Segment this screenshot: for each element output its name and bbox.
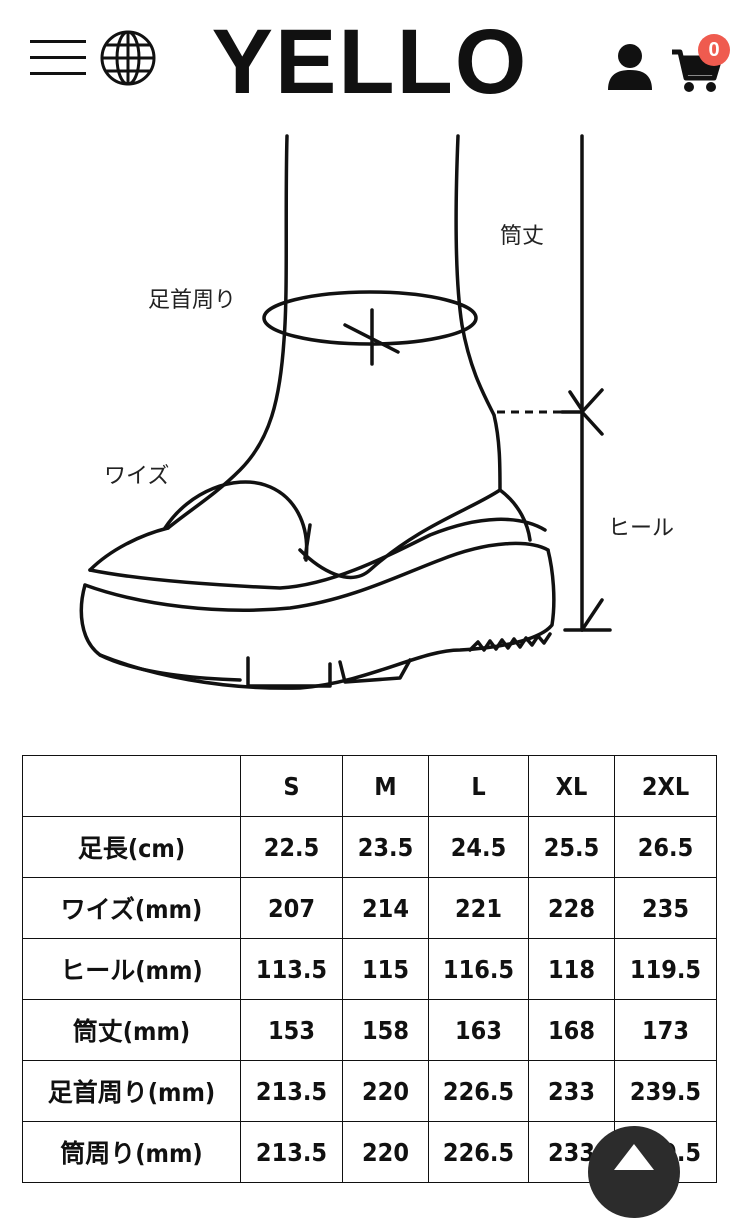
shoe-measurement-diagram: 筒丈 足首周り ワイズ ヒール [0,130,738,730]
width-label: ワイズ [104,464,170,489]
measurement-value: 220 [342,1060,429,1122]
measurement-value: 226.5 [428,1121,529,1183]
measurement-value: 214 [342,877,429,939]
heel-label: ヒール [608,516,675,541]
measurement-value: 207 [240,877,343,939]
measurement-value: 119.5 [614,938,717,1000]
measurement-label: ヒール(mm) [22,938,241,1000]
measurement-value: 221 [428,877,529,939]
measurement-value: 235 [614,877,717,939]
measurement-value: 233 [528,1060,615,1122]
size-column-header: 2XL [614,755,717,817]
size-column-header: XL [528,755,615,817]
measurement-value: 153 [240,999,343,1061]
ankle-circumference-label: 足首周り [148,288,237,313]
size-column-header: L [428,755,529,817]
size-column-header: M [342,755,429,817]
site-header: YELLO 0 [0,0,738,130]
measurement-value: 163 [428,999,529,1061]
cart-count-badge: 0 [698,34,730,66]
globe-icon[interactable] [98,28,158,88]
measurement-value: 168 [528,999,615,1061]
arrow-up-icon [614,1144,654,1170]
brand-logo[interactable]: YELLO [211,11,529,113]
measurement-value: 22.5 [240,816,343,878]
menu-icon[interactable] [30,34,86,82]
measurement-value: 118 [528,938,615,1000]
measurement-value: 113.5 [240,938,343,1000]
measurement-value: 115 [342,938,429,1000]
corner-cell [22,755,241,817]
measurement-value: 239.5 [614,1060,717,1122]
measurement-label: 筒丈(mm) [22,999,241,1061]
measurement-value: 116.5 [428,938,529,1000]
measurement-value: 228 [528,877,615,939]
measurement-value: 226.5 [428,1060,529,1122]
measurement-value: 213.5 [240,1060,343,1122]
measurement-value: 173 [614,999,717,1061]
shaft-height-label: 筒丈 [500,224,545,249]
measurement-value: 213.5 [240,1121,343,1183]
measurement-value: 24.5 [428,816,529,878]
measurement-value: 158 [342,999,429,1061]
measurement-value: 25.5 [528,816,615,878]
boot-drawing [79,134,612,690]
measurement-label: ワイズ(mm) [22,877,241,939]
measurement-value: 26.5 [614,816,717,878]
measurement-value: 23.5 [342,816,429,878]
measurement-label: 足長(cm) [22,816,241,878]
measurement-label: 足首周り(mm) [22,1060,241,1122]
measurement-value: 220 [342,1121,429,1183]
size-column-header: S [240,755,343,817]
measurement-label: 筒周り(mm) [22,1121,241,1183]
account-icon[interactable] [604,40,656,92]
scroll-to-top-button[interactable] [588,1126,680,1218]
